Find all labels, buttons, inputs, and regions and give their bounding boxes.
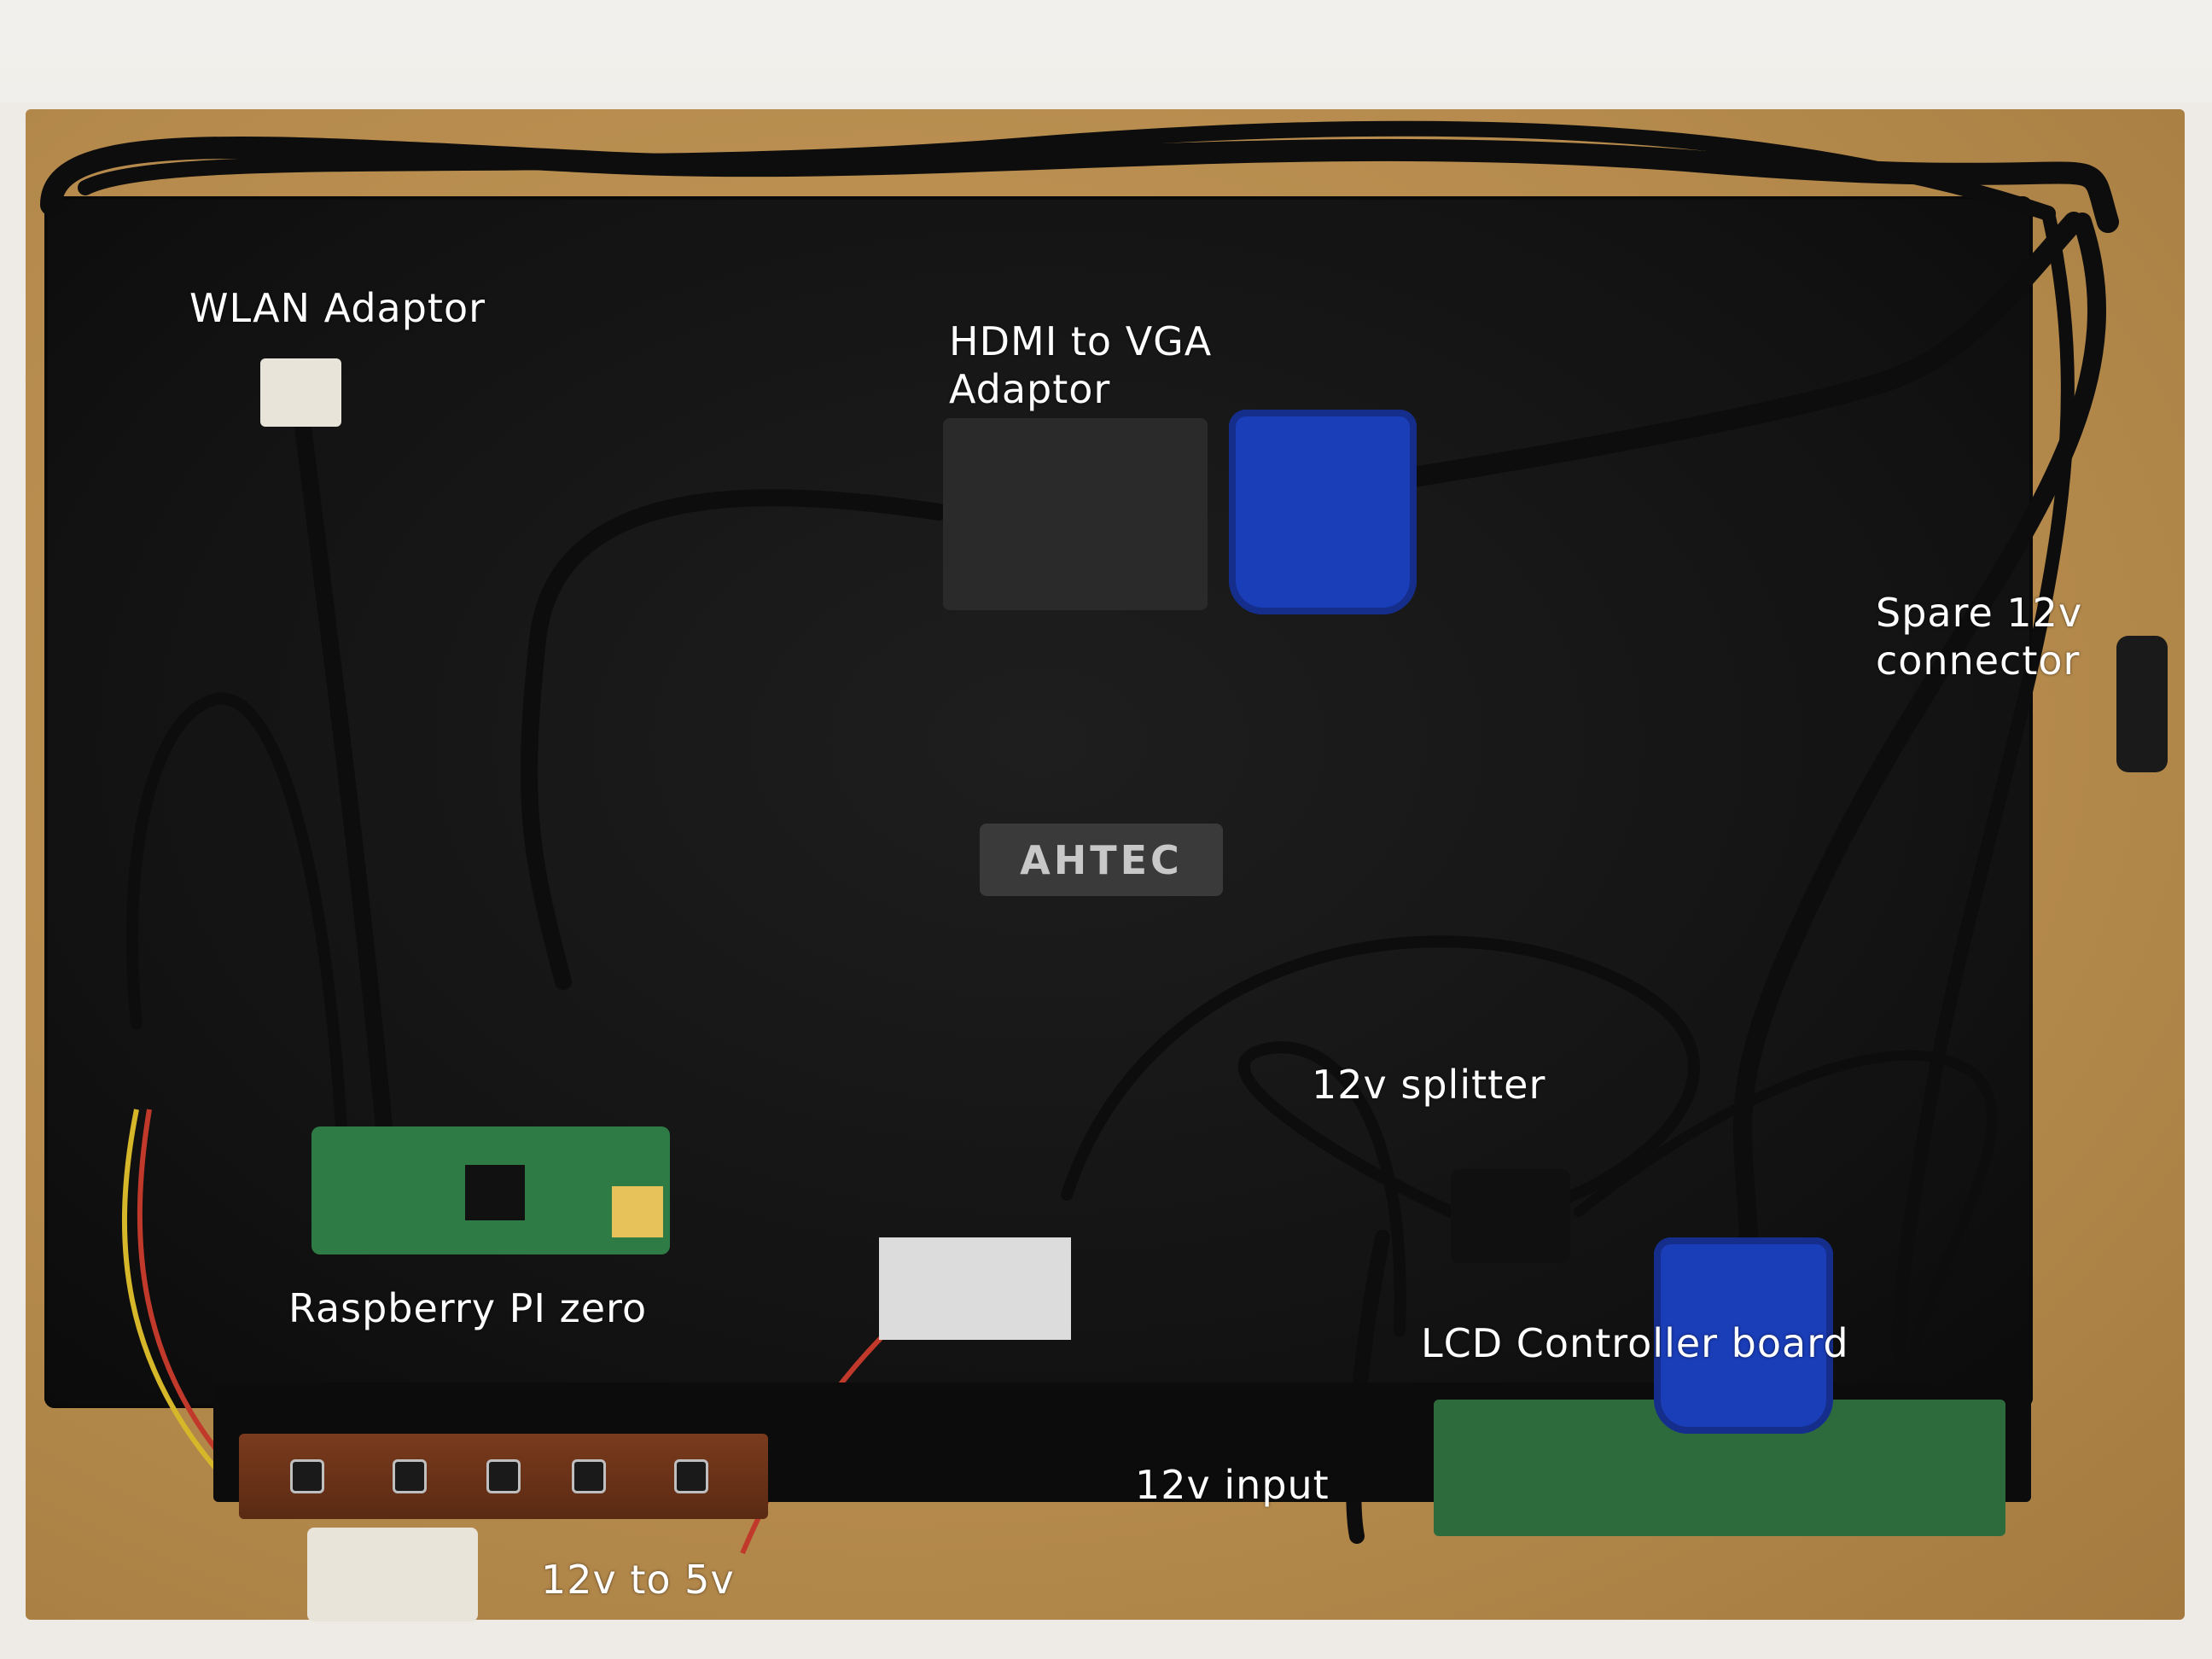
panel-button [290,1459,324,1493]
brand-logo: AHTEC [980,824,1223,896]
converter-module [307,1528,478,1621]
pi-sd-card [612,1186,663,1237]
vga-connector-upper [1229,410,1417,614]
panel-button [486,1459,521,1493]
raspberry-pi-board [311,1126,670,1254]
label-spare-line2: connector [1876,637,2081,684]
panel-button [674,1459,708,1493]
label-splitter: 12v splitter [1312,1062,1546,1108]
wlan-dongle [260,358,341,427]
label-lcd-controller: LCD Controller board [1421,1320,1849,1366]
hdmi-to-vga-adaptor [943,418,1208,610]
label-raspberry-pi: Raspberry PI zero [288,1285,648,1331]
vga-connector-lower [1654,1237,1833,1434]
label-hdmi-vga-line2: Adaptor [949,366,1111,412]
sticker-label [879,1237,1071,1340]
label-spare-line1: Spare 12v [1876,590,2083,636]
label-wlan: WLAN Adaptor [189,285,486,331]
panel-button [572,1459,606,1493]
panel-button [393,1459,427,1493]
pi-chip [465,1165,525,1220]
button-board [239,1434,768,1519]
label-hdmi-vga-line1: HDMI to VGA [949,318,1213,364]
label-12v-to-5v: 12v to 5v [541,1557,735,1603]
label-12v-input: 12v input [1135,1462,1330,1508]
